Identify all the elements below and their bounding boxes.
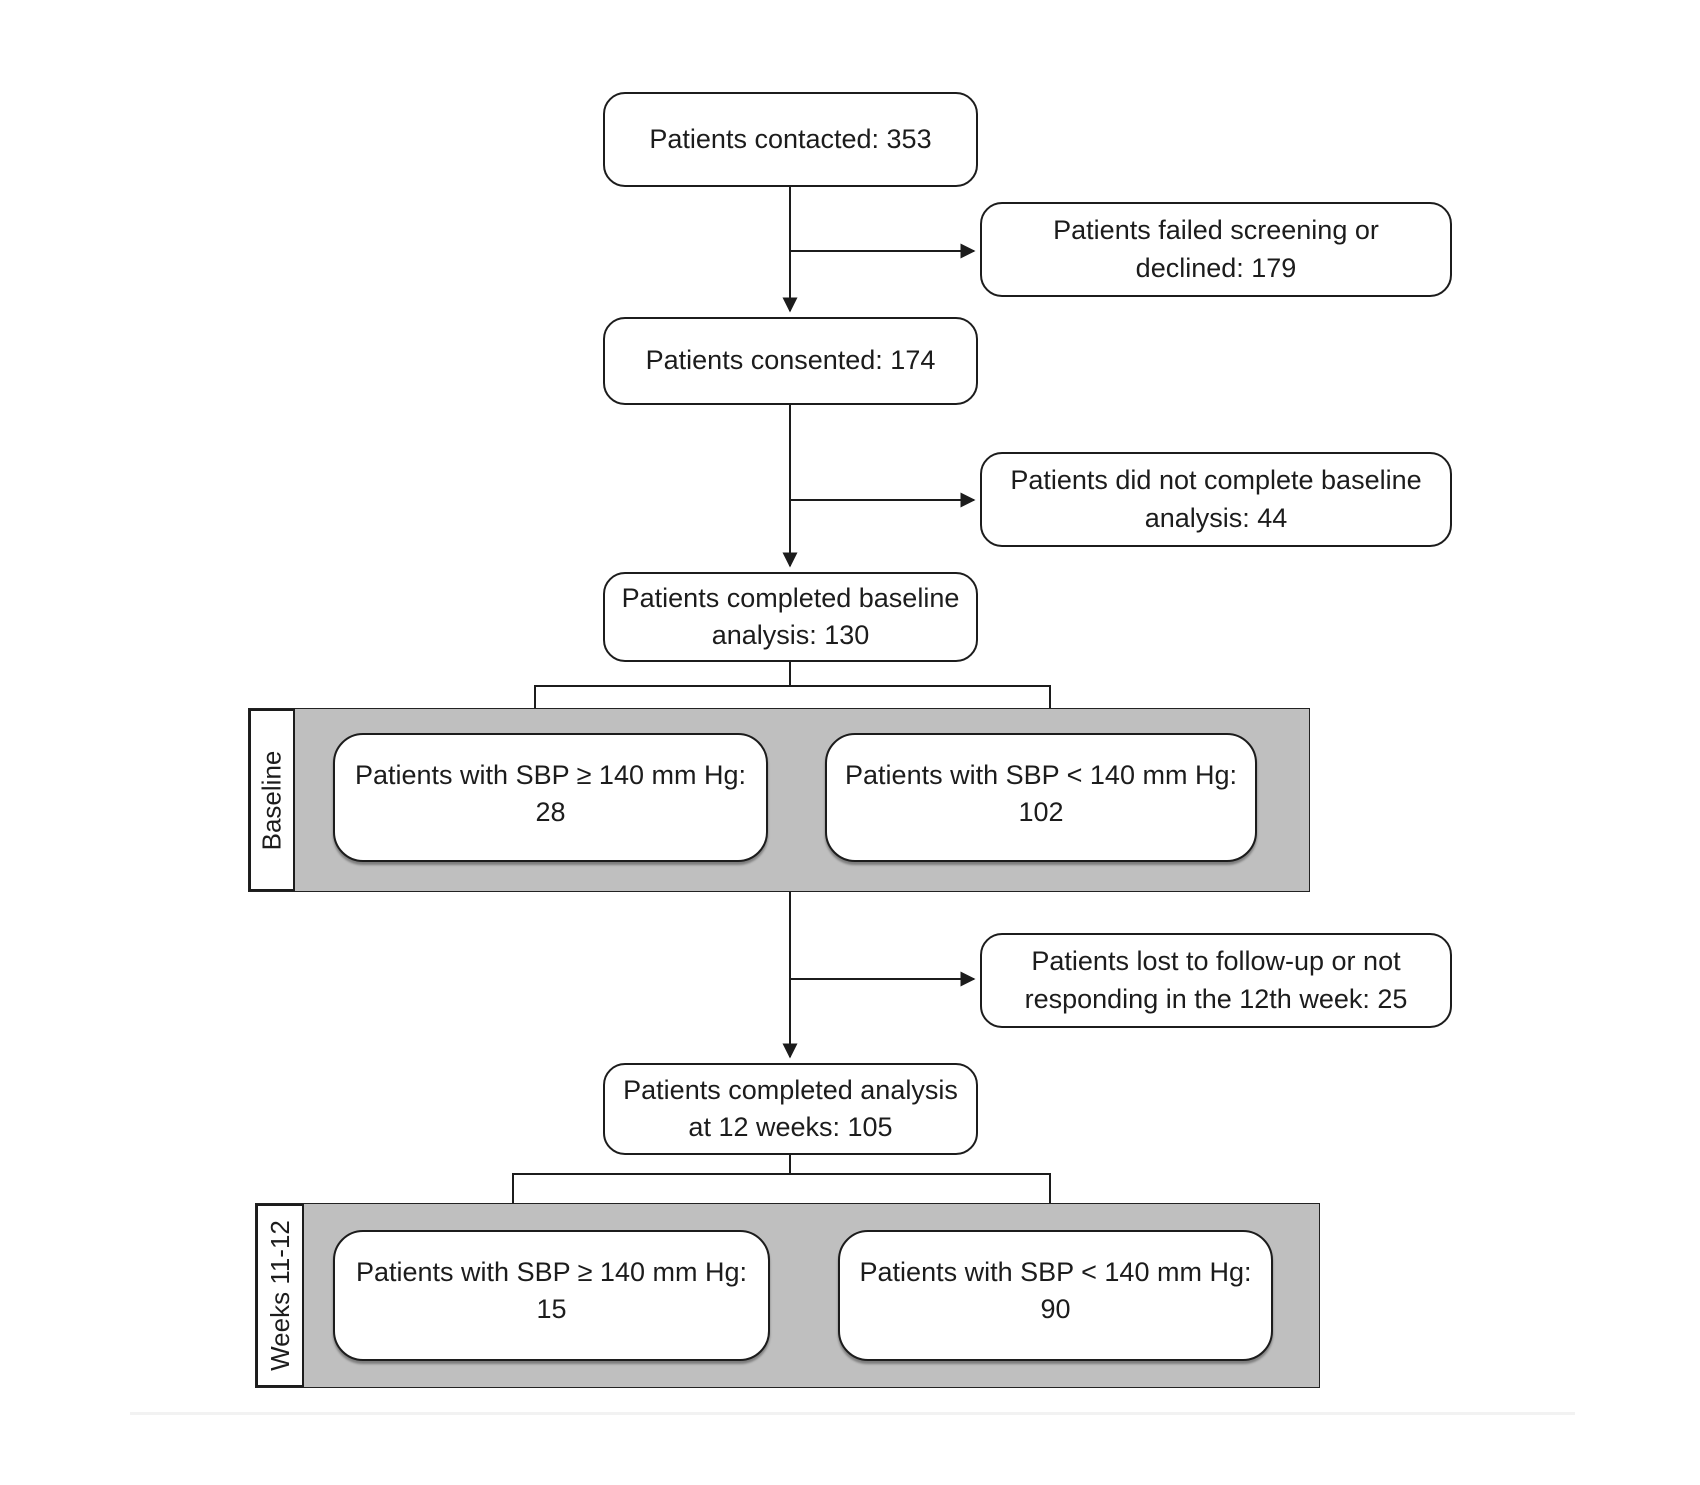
band-label-baseline: Baseline xyxy=(249,709,295,891)
node-text-line: 102 xyxy=(1018,797,1064,828)
node-text-line: declined: 179 xyxy=(1135,252,1297,283)
node-text-line: Patients contacted: 353 xyxy=(649,123,932,154)
node-week12-sbp-high: Patients with SBP ≥ 140 mm Hg: 15 xyxy=(333,1230,770,1361)
node-completed-analysis-12-weeks: Patients completed analysis at 12 weeks:… xyxy=(603,1063,978,1155)
node-lost-followup: Patients lost to follow-up or not respon… xyxy=(980,933,1452,1028)
node-text-line: Patients completed baseline xyxy=(621,582,960,613)
node-no-baseline-analysis: Patients did not complete baseline analy… xyxy=(980,452,1452,547)
node-text-line: Patients with SBP ≥ 140 mm Hg: xyxy=(355,760,746,790)
node-completed-baseline-analysis: Patients completed baseline analysis: 13… xyxy=(603,572,978,662)
band-label-baseline-text: Baseline xyxy=(256,750,287,850)
node-text-line: at 12 weeks: 105 xyxy=(688,1112,893,1142)
node-text-line: Patients with SBP < 140 mm Hg: xyxy=(859,1257,1252,1287)
node-text-line: Patients lost to follow-up or not xyxy=(1031,946,1401,977)
node-text-line: Patients with SBP ≥ 140 mm Hg: xyxy=(356,1257,747,1287)
band-label-weeks: Weeks 11-12 xyxy=(256,1204,304,1387)
node-text-line: analysis: 130 xyxy=(711,620,870,650)
node-text-line: analysis: 44 xyxy=(1144,502,1288,533)
node-text-line: Patients did not complete baseline xyxy=(1010,465,1422,496)
node-text-line: responding in the 12th week: 25 xyxy=(1024,983,1408,1014)
page-divider xyxy=(130,1412,1575,1415)
band-label-weeks-text: Weeks 11-12 xyxy=(264,1220,295,1371)
node-baseline-sbp-high: Patients with SBP ≥ 140 mm Hg: 28 xyxy=(333,733,768,862)
node-text-line: 15 xyxy=(536,1294,567,1325)
node-text-line: 28 xyxy=(535,797,566,828)
node-text-line: Patients completed analysis xyxy=(623,1074,958,1105)
node-failed-screening: Patients failed screening or declined: 1… xyxy=(980,202,1452,297)
node-text-line: 90 xyxy=(1040,1294,1071,1325)
node-baseline-sbp-low: Patients with SBP < 140 mm Hg: 102 xyxy=(825,733,1257,862)
node-patients-consented: Patients consented: 174 xyxy=(603,317,978,405)
node-text-line: Patients consented: 174 xyxy=(645,345,936,376)
node-patients-contacted: Patients contacted: 353 xyxy=(603,92,978,187)
node-text-line: Patients failed screening or xyxy=(1053,215,1379,246)
node-week12-sbp-low: Patients with SBP < 140 mm Hg: 90 xyxy=(838,1230,1273,1361)
node-text-line: Patients with SBP < 140 mm Hg: xyxy=(845,760,1237,790)
